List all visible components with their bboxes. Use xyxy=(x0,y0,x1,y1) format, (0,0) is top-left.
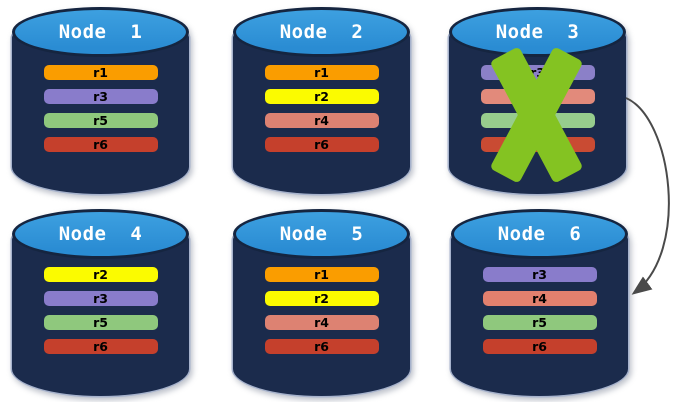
replica-bar: r1 xyxy=(43,65,158,80)
replica-label: r3 xyxy=(93,89,108,104)
replica-list: r1 r2 r4 r6 xyxy=(233,65,410,152)
replica-bar: r6 xyxy=(264,137,379,152)
replica-bar: r1 xyxy=(264,267,379,282)
replica-list: r3 r4 r5 r6 xyxy=(451,267,628,354)
replica-list: r3 r4 r5 r6 xyxy=(449,65,626,152)
replica-label: r6 xyxy=(314,137,329,152)
node-title: Node 6 xyxy=(497,223,582,245)
replica-label: r3 xyxy=(532,267,547,282)
replica-label: r2 xyxy=(314,89,329,104)
replica-list: r1 r3 r5 r6 xyxy=(12,65,189,152)
replica-bar: r4 xyxy=(264,315,379,330)
replica-list: r1 r2 r4 r6 xyxy=(233,267,410,354)
replica-bar: r1 xyxy=(264,65,379,80)
replica-label: r6 xyxy=(93,339,108,354)
replica-label: r1 xyxy=(93,65,108,80)
replica-bar: r2 xyxy=(264,89,379,104)
replica-bar: r6 xyxy=(480,137,595,152)
replica-label: r5 xyxy=(530,113,545,128)
replica-bar: r5 xyxy=(43,315,158,330)
node-title: Node 2 xyxy=(279,21,364,43)
replica-label: r6 xyxy=(530,137,545,152)
replica-label: r2 xyxy=(93,267,108,282)
replica-label: r2 xyxy=(314,291,329,306)
node-1: Node 1 r1 r3 r5 r6 xyxy=(12,7,189,194)
cylinder-top: Node 6 xyxy=(451,209,628,259)
replica-label: r4 xyxy=(530,89,545,104)
replica-bar: r6 xyxy=(264,339,379,354)
node-4: Node 4 r2 r3 r5 r6 xyxy=(12,209,189,396)
replica-label: r3 xyxy=(530,65,545,80)
replica-bar: r6 xyxy=(43,339,158,354)
replica-bar: r6 xyxy=(482,339,597,354)
replica-list: r2 r3 r5 r6 xyxy=(12,267,189,354)
replica-bar: r2 xyxy=(264,291,379,306)
replica-bar: r5 xyxy=(480,113,595,128)
node-6: Node 6 r3 r4 r5 r6 xyxy=(451,209,628,396)
replica-bar: r4 xyxy=(264,113,379,128)
arrow-curve xyxy=(625,97,670,295)
node-title: Node 3 xyxy=(495,21,580,43)
replica-bar: r3 xyxy=(43,89,158,104)
replica-label: r4 xyxy=(314,113,329,128)
replica-label: r3 xyxy=(93,291,108,306)
node-title: Node 4 xyxy=(58,223,143,245)
node-5: Node 5 r1 r2 r4 r6 xyxy=(233,209,410,396)
replica-bar: r3 xyxy=(482,267,597,282)
replica-label: r5 xyxy=(93,113,108,128)
node-title: Node 1 xyxy=(58,21,143,43)
replica-label: r6 xyxy=(532,339,547,354)
replica-label: r1 xyxy=(314,267,329,282)
replica-bar: r2 xyxy=(43,267,158,282)
replica-label: r6 xyxy=(93,137,108,152)
node-3: Node 3 r3 r4 r5 r6 xyxy=(449,7,626,194)
replica-label: r4 xyxy=(314,315,329,330)
cylinder-top: Node 1 xyxy=(12,7,189,57)
replica-label: r4 xyxy=(532,291,547,306)
cylinder-top: Node 4 xyxy=(12,209,189,259)
replica-label: r5 xyxy=(532,315,547,330)
replica-label: r5 xyxy=(93,315,108,330)
replica-bar: r3 xyxy=(480,65,595,80)
replica-bar: r4 xyxy=(480,89,595,104)
cylinder-top: Node 2 xyxy=(233,7,410,57)
replica-bar: r5 xyxy=(482,315,597,330)
node-2: Node 2 r1 r2 r4 r6 xyxy=(233,7,410,194)
replica-bar: r6 xyxy=(43,137,158,152)
cylinder-top: Node 5 xyxy=(233,209,410,259)
replica-bar: r4 xyxy=(482,291,597,306)
node-title: Node 5 xyxy=(279,223,364,245)
replica-bar: r5 xyxy=(43,113,158,128)
replica-label: r6 xyxy=(314,339,329,354)
cylinder-top: Node 3 xyxy=(449,7,626,57)
replica-bar: r3 xyxy=(43,291,158,306)
replica-label: r1 xyxy=(314,65,329,80)
